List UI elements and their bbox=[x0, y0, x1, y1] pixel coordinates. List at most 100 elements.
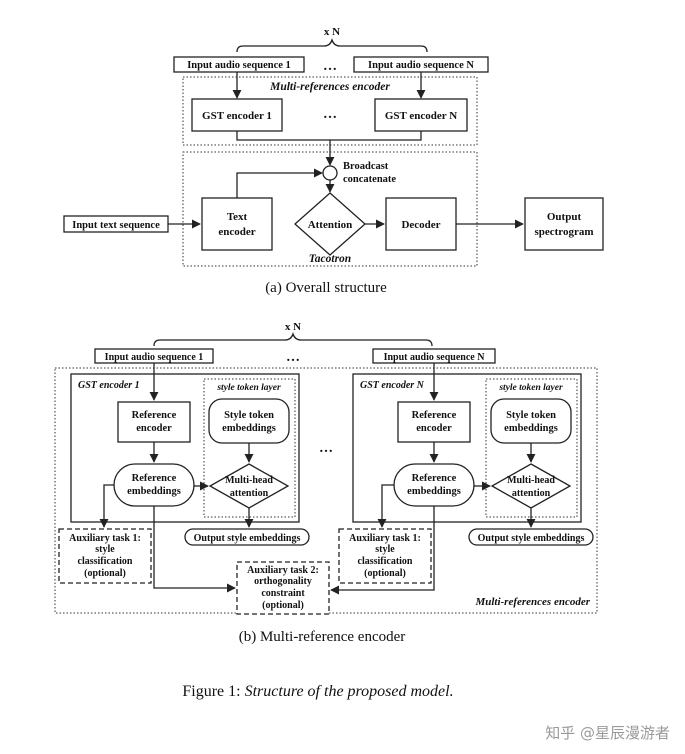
output-style-label-1: Output style embeddings bbox=[194, 533, 301, 544]
aux1-label-left-3: classification bbox=[78, 556, 133, 567]
input-audio-n-label-b: Input audio sequence N bbox=[384, 352, 486, 363]
stl-title-n: style token layer bbox=[498, 383, 563, 393]
aux2-label-1: Auxiliary task 2: bbox=[247, 565, 319, 576]
input-audio-1-label-a: Input audio sequence 1 bbox=[187, 60, 291, 71]
output-label-1: Output bbox=[547, 211, 582, 223]
reference-embeddings-box-1 bbox=[113, 463, 195, 507]
attention-diamond-a bbox=[294, 192, 366, 256]
input-audio-n-label-a: Input audio sequence N bbox=[368, 60, 474, 71]
input-audio-1-label-b: Input audio sequence 1 bbox=[105, 352, 204, 363]
arrow-encoder-concat bbox=[236, 168, 323, 198]
aux2-label-3: constraint bbox=[261, 588, 305, 599]
gst-encoder-n-label-a: GST encoder N bbox=[385, 110, 457, 122]
arrow-refemb-aux1-left bbox=[99, 484, 114, 528]
mha-label-1a: Multi-head bbox=[225, 475, 273, 486]
caption-a: (a) Overall structure bbox=[265, 280, 387, 296]
input-audio-1-box-a bbox=[173, 56, 305, 73]
aux-task-1-box-left bbox=[58, 528, 152, 584]
part-a-overall-structure: x N Input audio sequence 1 … Input audio… bbox=[63, 26, 604, 296]
ste-label-nb: embeddings bbox=[504, 423, 558, 434]
ref-emb-label-na: Reference bbox=[412, 473, 457, 484]
broadcast-concat-node bbox=[322, 165, 338, 181]
part-b-multi-reference-encoder: x N Input audio sequence 1 … Input audio… bbox=[54, 321, 598, 645]
ref-emb-label-nb: embeddings bbox=[407, 486, 461, 497]
mha-label-nb: attention bbox=[512, 488, 551, 499]
output-style-label-n: Output style embeddings bbox=[478, 533, 585, 544]
aux1-label-right-1: Auxiliary task 1: bbox=[349, 533, 421, 544]
aux1-label-left-4: (optional) bbox=[84, 568, 126, 579]
tacotron-container-a bbox=[182, 151, 478, 267]
ste-label-1b: embeddings bbox=[222, 423, 276, 434]
tacotron-title: Tacotron bbox=[309, 253, 351, 265]
brace-a bbox=[236, 37, 428, 53]
gst-encoder-1-frame bbox=[70, 373, 300, 523]
gst-encoder-1-label-a: GST encoder 1 bbox=[202, 110, 272, 122]
line-gstn-concat bbox=[330, 131, 422, 141]
attention-label-a: Attention bbox=[308, 219, 353, 231]
style-token-embeddings-box-1 bbox=[208, 398, 290, 444]
figure-caption-label: Figure 1: bbox=[182, 683, 244, 700]
reference-encoder-box-n bbox=[397, 401, 471, 443]
aux1-label-right-4: (optional) bbox=[364, 568, 406, 579]
arrow-refemb1-aux2 bbox=[153, 506, 236, 593]
ref-encoder-label-na: Reference bbox=[412, 410, 457, 421]
arrow-gst1-concat bbox=[236, 131, 335, 166]
gst-encoder-1-b: GST encoder 1 style token layer Referenc… bbox=[70, 363, 300, 528]
ellipsis-b-top: … bbox=[286, 350, 300, 365]
multiplier-b: x N bbox=[285, 321, 301, 333]
figure-caption-text: Structure of the proposed model. bbox=[245, 683, 454, 700]
ref-encoder-label-1a: Reference bbox=[132, 410, 177, 421]
arrow-refembn-aux2 bbox=[330, 506, 435, 595]
decoder-label: Decoder bbox=[401, 219, 440, 231]
gst-encoder-n-title: GST encoder N bbox=[360, 380, 425, 391]
ellipsis-a-top: … bbox=[323, 59, 337, 74]
text-encoder-label-2: encoder bbox=[218, 226, 255, 238]
ste-label-1a: Style token bbox=[224, 410, 274, 421]
ellipsis-b-mid: … bbox=[319, 441, 333, 456]
multi-head-attention-diamond-n bbox=[490, 463, 572, 509]
output-spectrogram-box bbox=[524, 197, 604, 251]
aux1-label-left-2: style bbox=[95, 544, 115, 555]
ref-emb-label-1b: embeddings bbox=[127, 486, 181, 497]
gst-encoder-n-b: GST encoder N style token layer Referenc… bbox=[352, 363, 582, 528]
broadcast-label-2: concatenate bbox=[343, 174, 396, 185]
figure-caption: Figure 1: Structure of the proposed mode… bbox=[182, 683, 453, 700]
multiplier-a: x N bbox=[324, 26, 340, 38]
style-token-embeddings-box-n bbox=[490, 398, 572, 444]
gst-encoder-n-frame bbox=[352, 373, 582, 523]
aux1-label-left-1: Auxiliary task 1: bbox=[69, 533, 141, 544]
ref-encoder-label-1b: encoder bbox=[136, 423, 172, 434]
aux1-label-right-2: style bbox=[375, 544, 395, 555]
ellipsis-a-mid: … bbox=[323, 107, 337, 122]
stl-title-1: style token layer bbox=[216, 383, 281, 393]
ref-emb-label-1a: Reference bbox=[132, 473, 177, 484]
text-encoder-label-1: Text bbox=[227, 211, 248, 223]
output-label-2: spectrogram bbox=[534, 226, 593, 238]
aux2-label-4: (optional) bbox=[262, 600, 304, 611]
reference-encoder-box-1 bbox=[117, 401, 191, 443]
aux-task-1-box-right bbox=[338, 528, 432, 584]
broadcast-label-1: Broadcast bbox=[343, 161, 389, 172]
ref-encoder-label-nb: encoder bbox=[416, 423, 452, 434]
mre-title-a: Multi-references encoder bbox=[269, 81, 390, 93]
gst-encoder-n-box-a bbox=[374, 98, 468, 132]
aux1-label-right-3: classification bbox=[358, 556, 413, 567]
mha-label-1b: attention bbox=[230, 488, 269, 499]
text-encoder-box bbox=[201, 197, 273, 251]
gst-encoder-1-title: GST encoder 1 bbox=[78, 380, 140, 391]
output-style-embeddings-box-n bbox=[468, 528, 594, 546]
brace-b bbox=[153, 331, 433, 347]
ste-label-na: Style token bbox=[506, 410, 556, 421]
input-text-label: Input text sequence bbox=[72, 220, 160, 231]
arrow-refemb-aux1-right bbox=[377, 484, 394, 528]
reference-embeddings-box-n bbox=[393, 463, 475, 507]
aux-task-2-box bbox=[236, 561, 330, 615]
mha-label-na: Multi-head bbox=[507, 475, 555, 486]
multi-head-attention-diamond-1 bbox=[208, 463, 290, 509]
mre-title-b: Multi-references encoder bbox=[474, 596, 590, 608]
caption-b: (b) Multi-reference encoder bbox=[239, 629, 406, 645]
aux2-label-2: orthogonality bbox=[254, 576, 312, 587]
watermark: 知乎 @星辰漫游者 bbox=[545, 724, 670, 742]
